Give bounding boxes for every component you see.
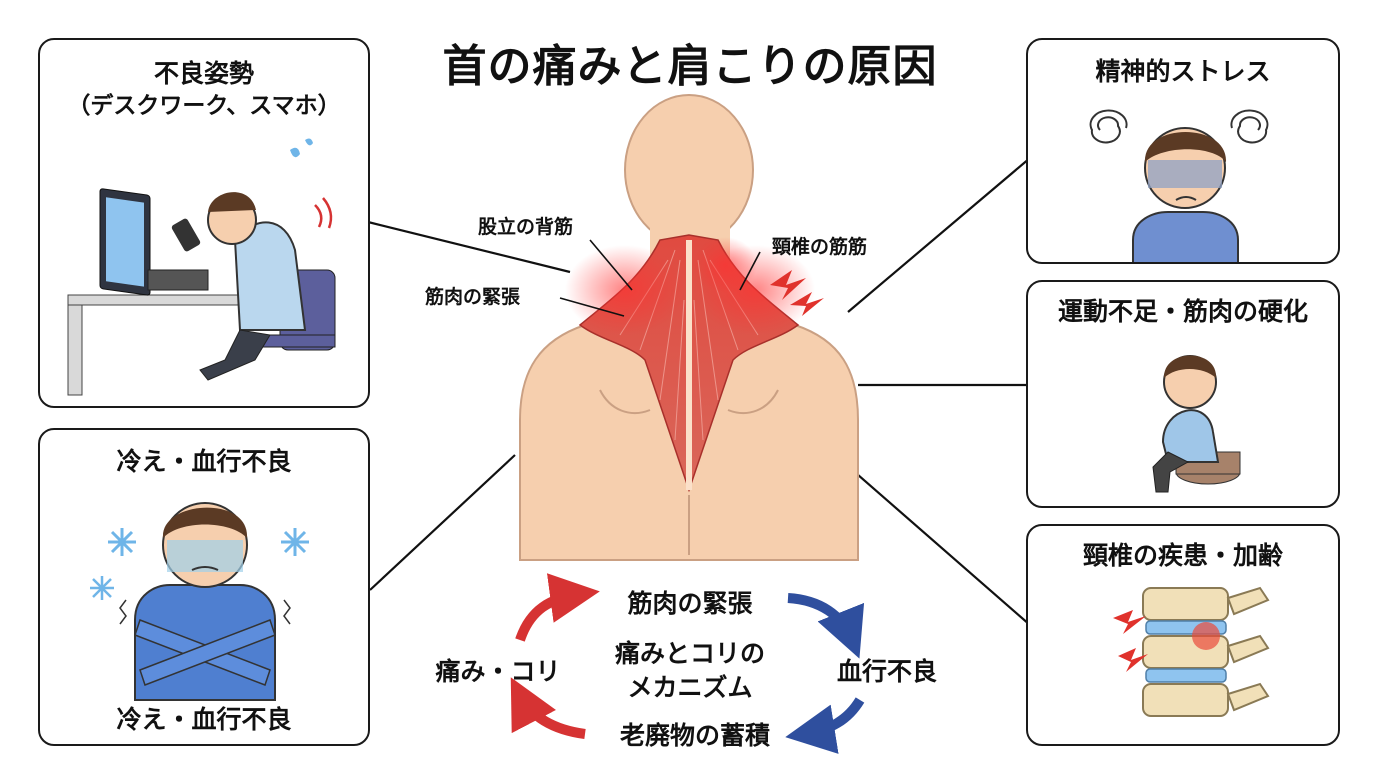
panel-exercise: 運動不足・筋肉の硬化 <box>1026 280 1340 508</box>
connector-cold <box>369 454 516 591</box>
panel-spine: 頸椎の疾患・加齢 <box>1026 524 1340 746</box>
snowflake-icon <box>90 576 114 600</box>
pain-glow-left <box>565 245 685 335</box>
exercise-label: 運動不足・筋肉の硬化 <box>1057 297 1308 326</box>
connector-posture <box>367 220 571 274</box>
sitting-person-illustration <box>1152 355 1241 493</box>
arrow-right-to-bottom <box>785 697 865 754</box>
stress-label: 精神的ストレス <box>1095 57 1271 86</box>
cold-label-bottom: 冷え・血行不良 <box>116 705 292 734</box>
cycle-center-line1: 痛みとコリの <box>614 639 765 668</box>
cycle-poor-circulation: 血行不良 <box>836 657 937 686</box>
spine-illustration <box>1113 586 1270 717</box>
cycle-center-line2: メカニズム <box>627 673 753 702</box>
callout-back-muscle: 股立の背筋 <box>478 216 574 238</box>
cycle-muscle-tension: 筋肉の緊張 <box>627 589 753 618</box>
arrow-left-to-top <box>515 573 600 642</box>
stressed-person-illustration <box>1089 109 1269 262</box>
snowflake-icon <box>281 528 309 556</box>
posture-sublabel: （デスクワーク、スマホ） <box>67 93 341 119</box>
lightning-icon <box>770 270 824 316</box>
spine-label: 頸椎の疾患・加齢 <box>1082 541 1283 570</box>
snowflake-icon <box>108 528 136 556</box>
posture-label: 不良姿勢 <box>153 59 254 88</box>
arrow-top-to-right <box>787 593 865 659</box>
pain-glow-neck-right <box>693 237 757 293</box>
panel-posture: 不良姿勢 （デスクワーク、スマホ） <box>38 38 370 408</box>
lightning-icon <box>1113 610 1148 672</box>
pain-point <box>1192 622 1220 650</box>
callout-cervical-muscle: 頸椎の筋筋 <box>772 236 868 258</box>
page-title: 首の痛みと肩こりの原因 <box>442 41 938 92</box>
panel-cold: 冷え・血行不良 冷え・血行不良 <box>38 428 370 746</box>
callout-muscle-tension: 筋肉の緊張 <box>425 286 521 308</box>
swirl-icon <box>1089 109 1269 144</box>
cycle-pain-stiffness: 痛み・コリ <box>435 657 561 686</box>
cycle-waste-accumulation: 老廃物の蓄積 <box>619 721 770 750</box>
connector-stress <box>847 157 1031 313</box>
arrow-bottom-to-left <box>510 677 586 739</box>
panel-stress: 精神的ストレス <box>1026 38 1340 264</box>
cold-label-top: 冷え・血行不良 <box>116 447 292 476</box>
cold-person-illustration <box>90 502 309 701</box>
desk-worker-illustration <box>67 138 336 396</box>
